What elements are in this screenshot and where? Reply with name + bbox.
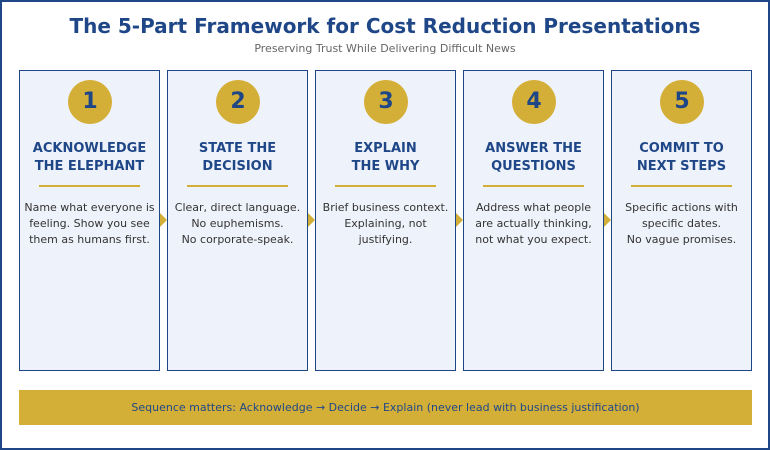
step-description-line: No euphemisms. xyxy=(191,217,284,230)
page-subtitle: Preserving Trust While Delivering Diffic… xyxy=(254,42,516,55)
step-description: Specific actions with specific dates. No… xyxy=(614,200,749,248)
step-description: Brief business context. Explaining, not … xyxy=(318,200,453,248)
divider xyxy=(187,185,288,187)
step-description: Name what everyone is feeling. Show you … xyxy=(22,200,157,248)
divider xyxy=(39,185,140,187)
step-description-line: feeling. Show you see xyxy=(29,217,150,230)
step-description-line: Clear, direct language. xyxy=(174,201,301,214)
step-description-line: not what you expect. xyxy=(475,233,592,246)
step-heading: COMMIT TO NEXT STEPS xyxy=(612,140,751,176)
step-heading: ACKNOWLEDGE THE ELEPHANT xyxy=(20,140,159,176)
step-description-line: are actually thinking, xyxy=(475,217,592,230)
page-title: The 5-Part Framework for Cost Reduction … xyxy=(69,14,701,38)
step-heading-line: EXPLAIN xyxy=(354,141,417,156)
step-description-line: Brief business context. xyxy=(322,201,449,214)
arrow-right-icon xyxy=(456,213,463,227)
step-heading-line: DECISION xyxy=(202,159,273,174)
step-heading-line: COMMIT TO xyxy=(639,141,724,156)
step-description-line: specific dates. xyxy=(641,217,722,230)
step-heading-line: ANSWER THE xyxy=(485,141,582,156)
step-heading-line: THE WHY xyxy=(351,159,420,174)
arrow-right-icon xyxy=(308,213,315,227)
step-heading-line: NEXT STEPS xyxy=(636,159,727,174)
divider xyxy=(483,185,584,187)
step-number-badge: 1 xyxy=(68,80,112,124)
step-description: Address what people are actually thinkin… xyxy=(466,200,601,248)
step-description-line: No vague promises. xyxy=(626,233,737,246)
step-heading: EXPLAIN THE WHY xyxy=(316,140,455,176)
step-description-line: justifying. xyxy=(358,233,413,246)
step-card-1: 1 ACKNOWLEDGE THE ELEPHANT Name what eve… xyxy=(19,70,160,371)
sequence-banner: Sequence matters: Acknowledge → Decide →… xyxy=(19,390,752,425)
step-description-line: Name what everyone is xyxy=(24,201,155,214)
arrow-right-icon xyxy=(160,213,167,227)
divider xyxy=(631,185,732,187)
step-number-badge: 5 xyxy=(660,80,704,124)
step-description-line: Explaining, not xyxy=(344,217,427,230)
step-card-3: 3 EXPLAIN THE WHY Brief business context… xyxy=(315,70,456,371)
step-heading-line: STATE THE xyxy=(198,141,277,156)
step-description-line: No corporate-speak. xyxy=(181,233,294,246)
step-heading: STATE THE DECISION xyxy=(168,140,307,176)
arrow-right-icon xyxy=(604,213,611,227)
step-description-line: them as humans first. xyxy=(29,233,150,246)
step-card-5: 5 COMMIT TO NEXT STEPS Specific actions … xyxy=(611,70,752,371)
step-card-2: 2 STATE THE DECISION Clear, direct langu… xyxy=(167,70,308,371)
step-number-badge: 4 xyxy=(512,80,556,124)
step-heading-line: ACKNOWLEDGE xyxy=(32,141,147,156)
step-heading: ANSWER THE QUESTIONS xyxy=(464,140,603,176)
step-description: Clear, direct language. No euphemisms. N… xyxy=(170,200,305,248)
divider xyxy=(335,185,436,187)
step-card-4: 4 ANSWER THE QUESTIONS Address what peop… xyxy=(463,70,604,371)
step-number-badge: 3 xyxy=(364,80,408,124)
step-description-line: Specific actions with xyxy=(625,201,738,214)
step-number-badge: 2 xyxy=(216,80,260,124)
step-heading-line: THE ELEPHANT xyxy=(34,159,145,174)
step-description-line: Address what people xyxy=(475,201,592,214)
step-heading-line: QUESTIONS xyxy=(491,159,576,174)
